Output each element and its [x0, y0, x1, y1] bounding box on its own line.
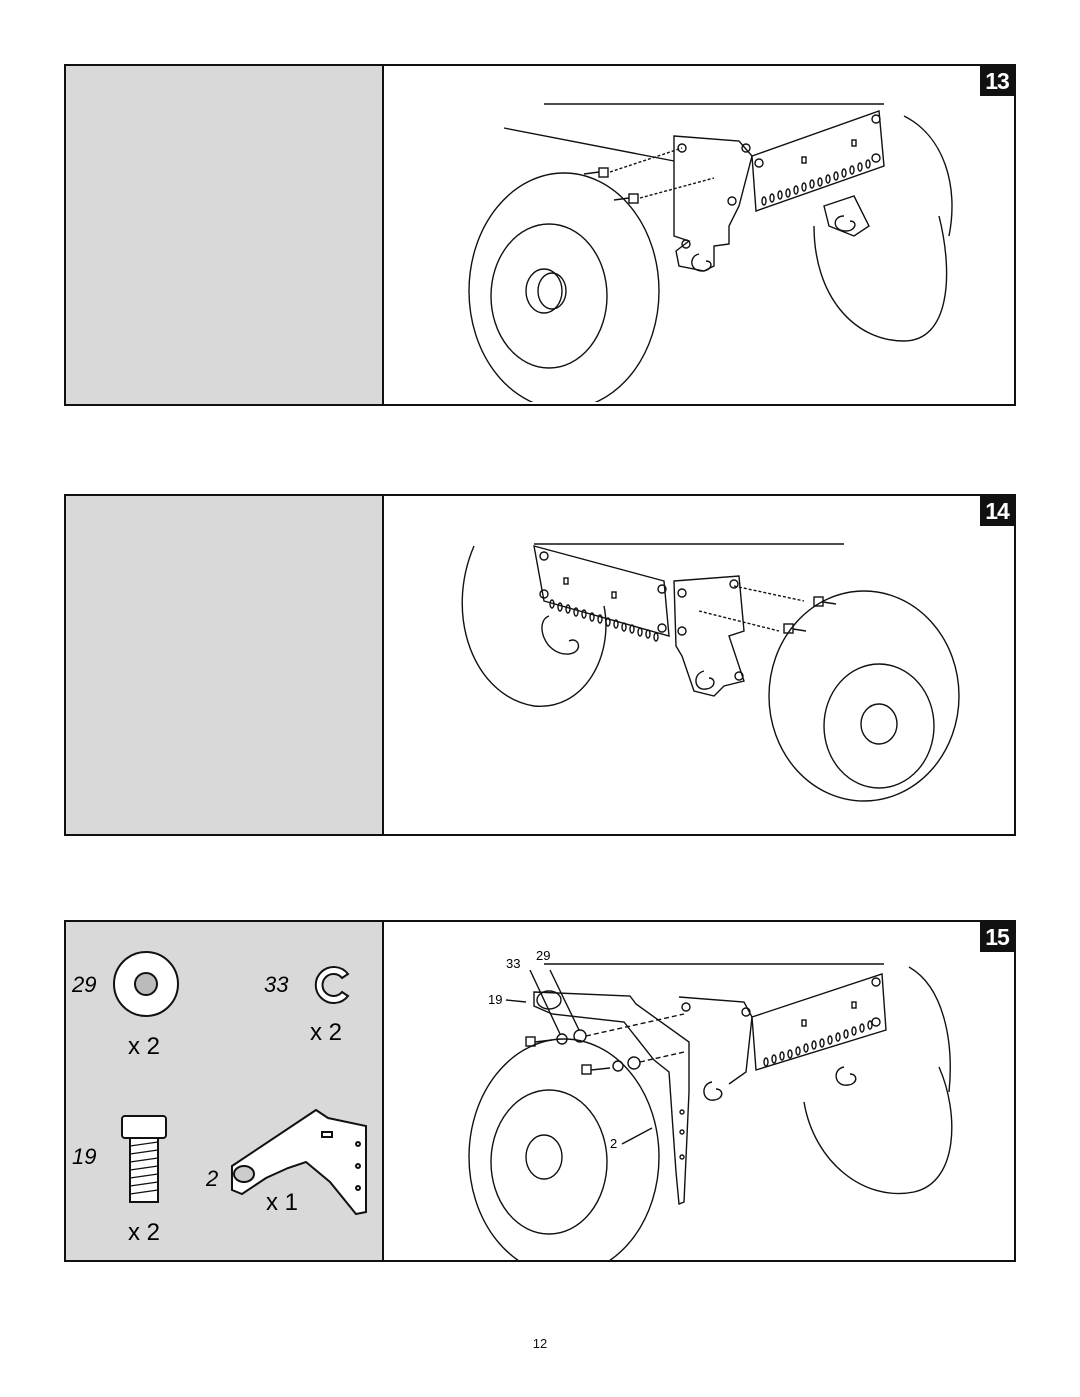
mower-deck-left-illustration [468, 103, 953, 410]
bracket-icon [231, 1108, 367, 1216]
parts-list: 29 x 2 33 x 2 19 [71, 951, 367, 1246]
part-quantity: x 2 [128, 1033, 160, 1060]
callout-label: 29 [536, 948, 550, 963]
hex-bolt-icon [121, 1115, 167, 1203]
step-number-badge: 14 [980, 496, 1014, 526]
part-number: 19 [72, 1144, 96, 1169]
part-quantity: x 1 [266, 1189, 298, 1216]
step-13-illustration-panel [384, 66, 1014, 410]
part-number: 33 [264, 972, 289, 997]
step-number-badge: 15 [980, 922, 1014, 952]
part-number: 2 [205, 1166, 218, 1191]
step-15-panel: 29 x 2 33 x 2 19 [64, 920, 1016, 1276]
part-quantity: x 2 [310, 1019, 342, 1046]
step-13-panel: 13 [64, 64, 1016, 410]
bracket-installation-illustration: 19 33 29 2 [468, 948, 953, 1276]
step-15-illustration-panel: 19 33 29 2 [384, 922, 1014, 1276]
callout-label: 33 [506, 956, 520, 971]
flat-washer-icon [113, 951, 179, 1017]
part-quantity: x 2 [128, 1219, 160, 1246]
step-14-panel: 14 [64, 494, 1016, 836]
page-number: 12 [532, 1336, 548, 1351]
step-15-parts-panel: 29 x 2 33 x 2 19 [66, 922, 384, 1260]
step-number-badge: 13 [980, 66, 1014, 96]
callout-label: 19 [488, 992, 502, 1007]
step-14-illustration-panel [384, 496, 1014, 834]
callout-label: 2 [610, 1136, 617, 1151]
step-14-parts-panel [66, 496, 384, 834]
step-13-parts-panel [66, 66, 384, 404]
part-number: 29 [71, 972, 96, 997]
mower-deck-right-illustration [461, 543, 960, 802]
lock-washer-icon [314, 966, 350, 1004]
